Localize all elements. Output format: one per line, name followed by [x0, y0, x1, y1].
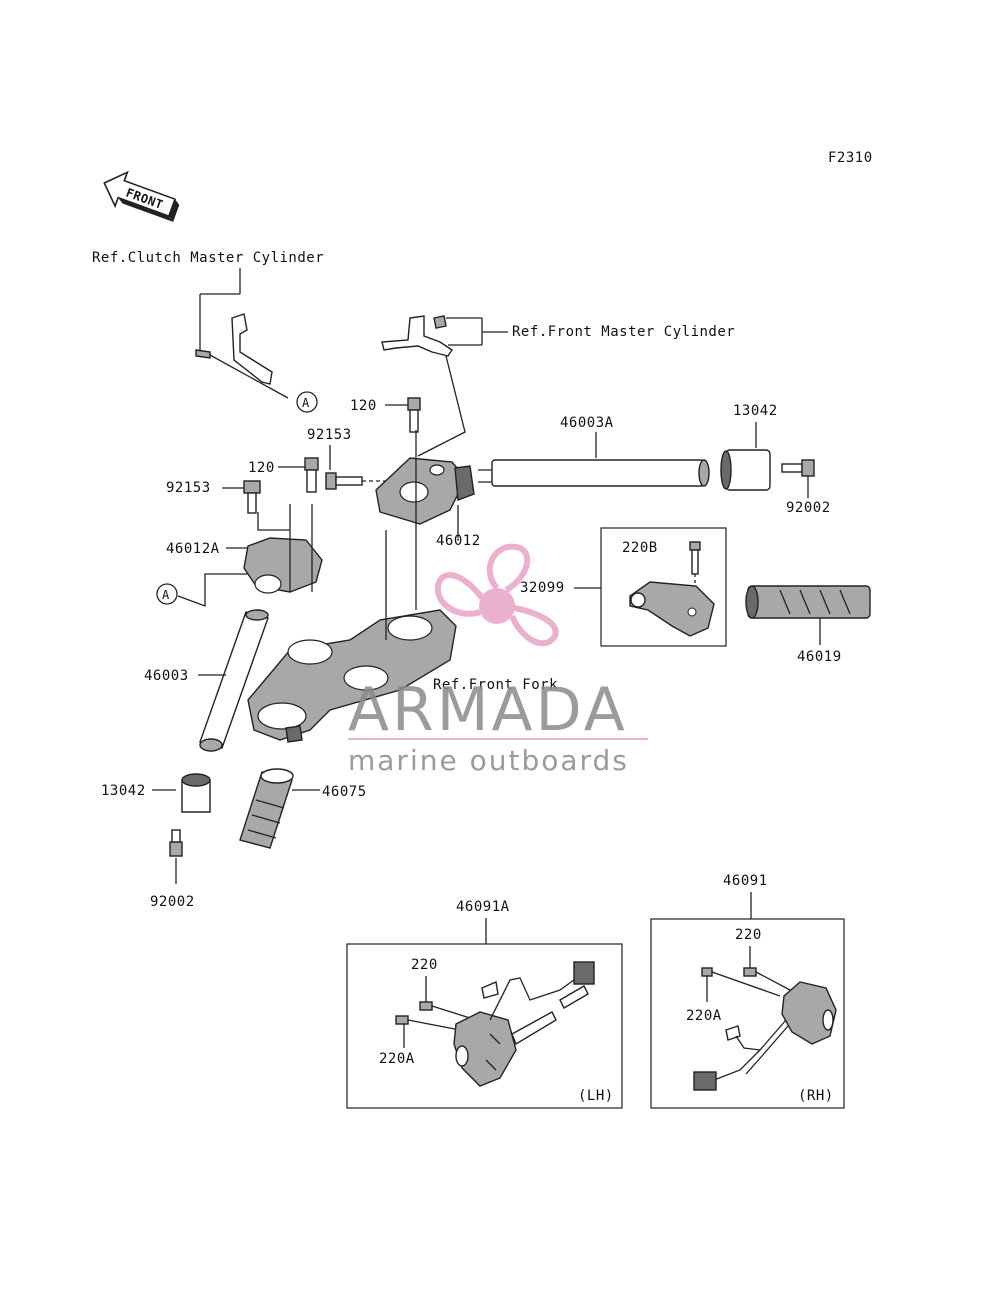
label-32099: 32099	[520, 580, 565, 596]
callout-a-top: A	[296, 391, 318, 413]
triple-clamp-part	[247, 430, 457, 743]
bolt-92153-left	[243, 480, 261, 514]
bar-end-weight-13042-left	[181, 773, 211, 813]
bolt-120-left	[304, 457, 319, 493]
clutch-bracket-part	[195, 313, 289, 399]
throttle-grip-46019	[745, 585, 871, 619]
label-46091A: 46091A	[456, 899, 510, 915]
label-13042-left: 13042	[101, 783, 146, 799]
ref-front-master-cylinder: Ref.Front Master Cylinder	[512, 324, 735, 340]
bolt-92002-left	[169, 829, 183, 857]
bolt-120-top	[407, 397, 421, 433]
callout-a-left: A	[156, 583, 178, 605]
label-220A-lh: 220A	[379, 1051, 415, 1067]
ref-clutch-master-cylinder: Ref.Clutch Master Cylinder	[92, 250, 324, 266]
handlebar-clamp-46012	[375, 457, 475, 525]
bolt-92153-top	[325, 472, 385, 490]
ref-front-fork: Ref.Front Fork	[433, 677, 558, 693]
front-master-bracket-part	[381, 315, 466, 457]
label-220-lh: 220	[411, 957, 438, 973]
label-92002-right: 92002	[786, 500, 831, 516]
label-rh: (RH)	[798, 1088, 834, 1104]
label-46075: 46075	[322, 784, 367, 800]
label-120-top: 120	[350, 398, 377, 414]
front-arrow-icon: FRONT	[103, 170, 180, 222]
label-92002-left: 92002	[150, 894, 195, 910]
watermark-logo: ARMADA marine outboards	[348, 543, 648, 777]
label-46091: 46091	[723, 873, 768, 889]
svg-text:A: A	[162, 588, 170, 602]
bar-end-weight-13042-right	[720, 449, 771, 491]
label-46003A: 46003A	[560, 415, 614, 431]
label-13042-right: 13042	[733, 403, 778, 419]
handlebar-tube-46003A	[478, 459, 710, 487]
label-46003: 46003	[144, 668, 189, 684]
bolt-92002-right	[781, 459, 815, 477]
screw-220A-lh	[395, 1015, 461, 1031]
label-120-left: 120	[248, 460, 275, 476]
svg-text:A: A	[302, 396, 310, 410]
label-lh: (LH)	[578, 1088, 614, 1104]
handlebar-clamp-46012A	[243, 504, 323, 594]
label-46019: 46019	[797, 649, 842, 665]
label-46012A: 46012A	[166, 541, 220, 557]
switch-housing-rh	[693, 981, 837, 1091]
throttle-housing-32099	[629, 581, 715, 637]
label-220-rh: 220	[735, 927, 762, 943]
propeller-icon	[434, 543, 559, 647]
screw-220-rh	[743, 967, 791, 991]
figure-code: F2310	[828, 150, 873, 166]
watermark-tagline: marine outboards	[348, 744, 629, 777]
screw-220-lh	[419, 1001, 471, 1019]
label-92153-top: 92153	[307, 427, 352, 443]
watermark-brand: ARMADA	[348, 675, 628, 745]
grip-46075-left	[239, 768, 294, 849]
label-220B: 220B	[622, 540, 658, 556]
handlebar-tube-46003	[199, 609, 269, 752]
label-46012: 46012	[436, 533, 481, 549]
label-220A-rh: 220A	[686, 1008, 722, 1024]
label-92153-left: 92153	[166, 480, 211, 496]
switch-housing-lh	[453, 961, 595, 1087]
